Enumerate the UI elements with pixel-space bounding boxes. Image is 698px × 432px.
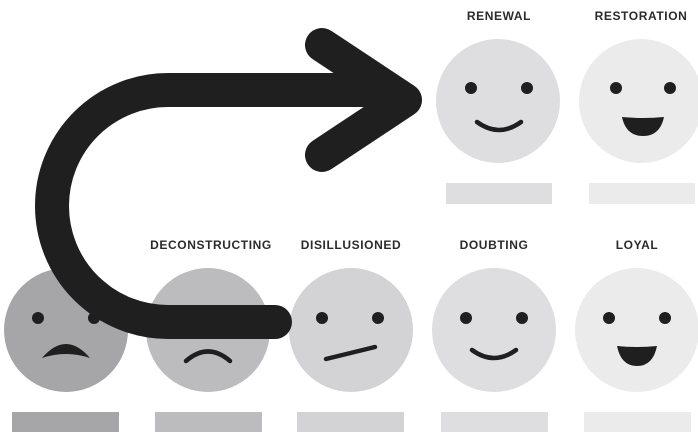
right-eye-icon bbox=[659, 312, 671, 324]
frown-mouth-icon bbox=[183, 349, 233, 364]
right-eye-icon bbox=[372, 312, 384, 324]
face-disillusioned bbox=[289, 268, 413, 392]
bar-disillusioned bbox=[297, 412, 404, 432]
right-eye-icon bbox=[516, 312, 528, 324]
u-turn-arrow-icon bbox=[35, 28, 422, 339]
left-eye-icon bbox=[465, 82, 477, 94]
right-eye-icon bbox=[521, 82, 533, 94]
smile-mouth-icon bbox=[474, 119, 524, 133]
left-eye-icon bbox=[610, 82, 622, 94]
label-disillusioned: DISILLUSIONED bbox=[300, 238, 402, 252]
bar-deconstructing bbox=[155, 412, 262, 432]
bar-renewal bbox=[446, 183, 552, 204]
face-renewal bbox=[436, 39, 560, 163]
left-eye-icon bbox=[603, 312, 615, 324]
flat-mouth-icon bbox=[323, 344, 378, 362]
label-restoration: RESTORATION bbox=[594, 9, 688, 23]
left-eye-icon bbox=[460, 312, 472, 324]
sad-mouth-icon bbox=[42, 344, 90, 358]
smile-mouth-icon bbox=[469, 347, 519, 361]
bar-restoration bbox=[589, 183, 695, 204]
label-renewal: RENEWAL bbox=[466, 9, 532, 23]
bar-loyal bbox=[584, 412, 691, 432]
right-eye-icon bbox=[664, 82, 676, 94]
label-doubting: DOUBTING bbox=[459, 238, 529, 252]
label-deconstructing: DECONSTRUCTING bbox=[150, 238, 272, 252]
left-eye-icon bbox=[316, 312, 328, 324]
open-smile-mouth-icon bbox=[617, 346, 657, 366]
face-restoration bbox=[579, 39, 698, 163]
label-loyal: LOYAL bbox=[615, 238, 659, 252]
face-doubting bbox=[432, 268, 556, 392]
open-smile-mouth-icon bbox=[622, 117, 664, 136]
left-eye-icon bbox=[32, 312, 44, 324]
bar-doubting bbox=[441, 412, 548, 432]
face-loyal bbox=[575, 268, 698, 392]
bar-deconstructed bbox=[12, 412, 119, 432]
